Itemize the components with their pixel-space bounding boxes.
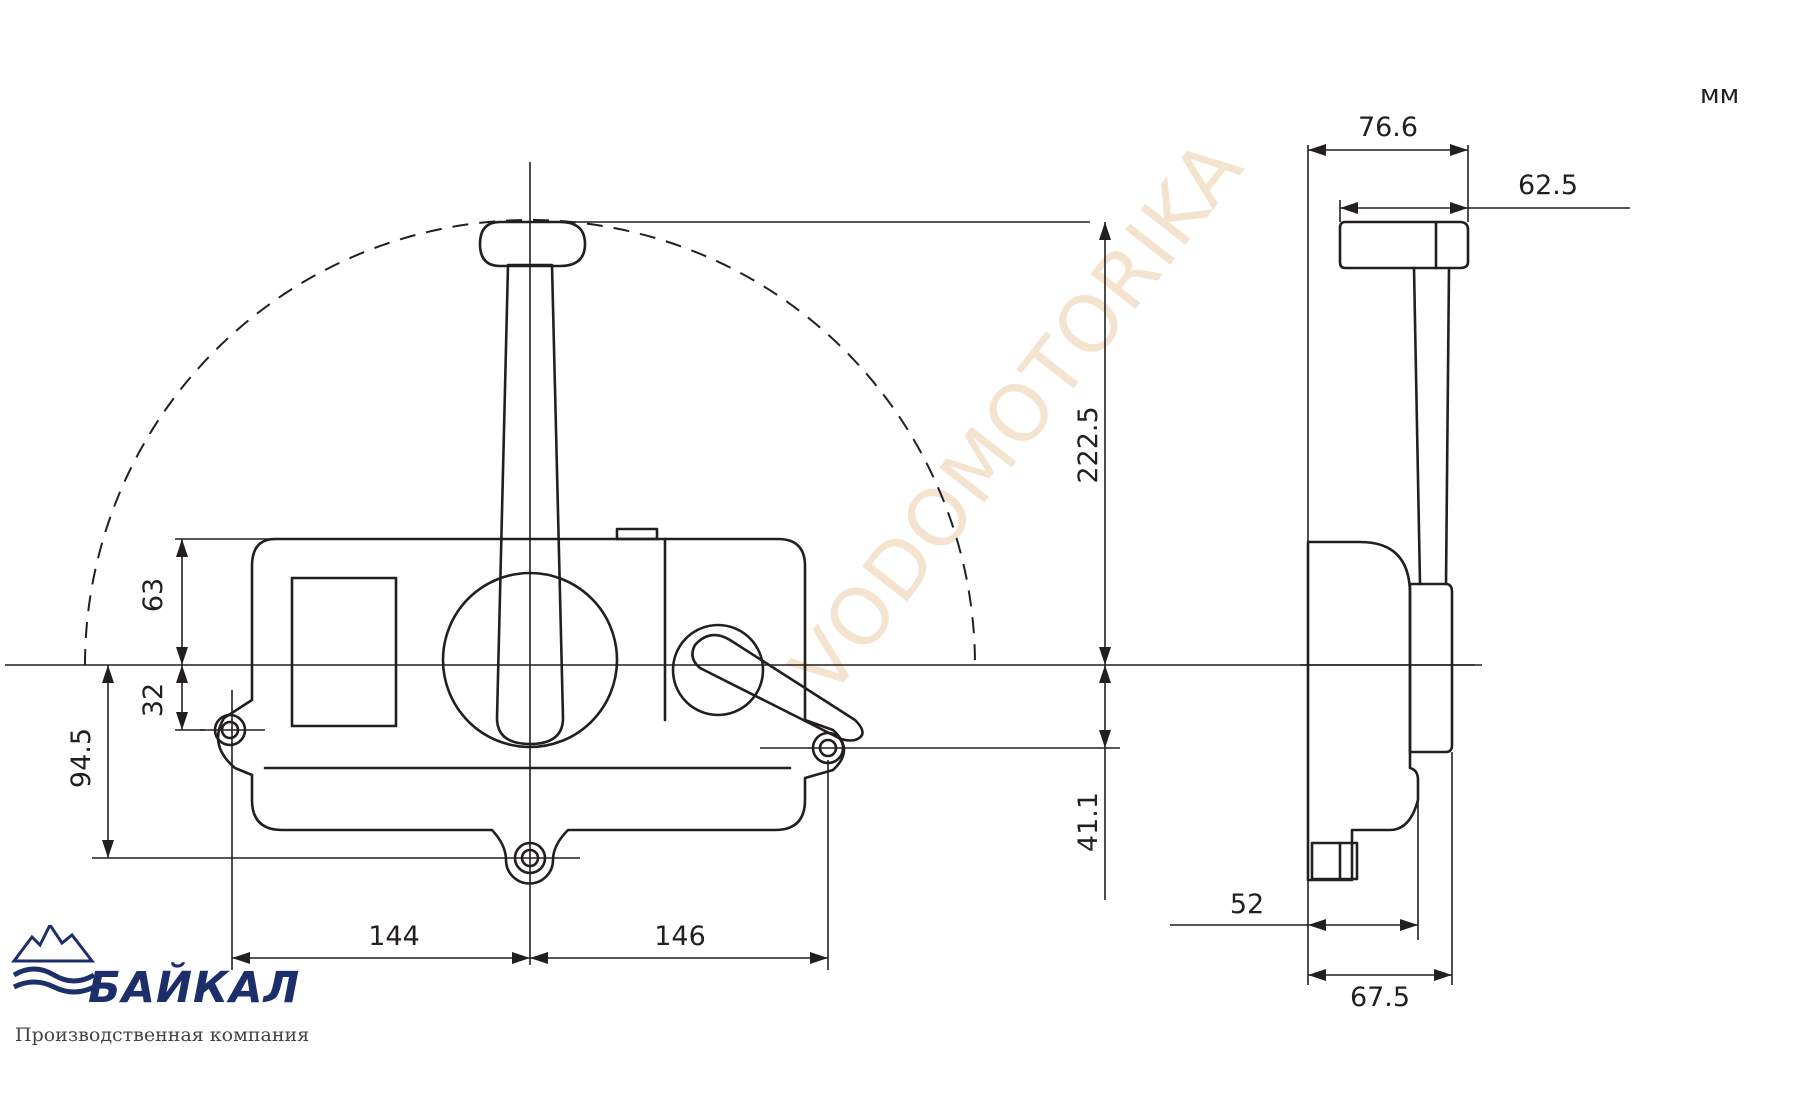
mount-hole-right [760,731,1120,765]
release-hub [671,623,765,717]
lever-hub [441,571,619,749]
main-lever [495,263,565,746]
side-connector [1310,841,1359,881]
mountain-wave-icon [11,925,96,995]
logo-subtitle: Производственная компания [15,1024,310,1046]
lever-knob [478,220,587,268]
logo-name: БАЙКАЛ [88,963,301,1013]
dim-63: 63 [138,578,169,612]
dim-76-6: 76.6 [1358,112,1418,143]
dim-52: 52 [1230,889,1264,920]
dim-67-5: 67.5 [1350,982,1410,1013]
company-logo: БАЙКАЛ Производственная компания [10,925,340,1055]
side-hub-plate [1408,582,1454,754]
housing-outline [216,537,846,885]
dim-144: 144 [368,921,420,952]
housing-tab [615,527,659,541]
housing-window [290,576,398,728]
side-handle [1338,220,1470,270]
dim-32: 32 [138,683,169,717]
watermark-text: VODOMOTORIKA [774,123,1262,712]
lever-swing-arc [84,219,976,666]
dim-62-5: 62.5 [1518,170,1578,201]
dim-41-1: 41.1 [1073,792,1104,852]
dimensions-front: 222.5 41.1 63 32 94.5 144 146 [66,222,1111,964]
front-view [5,162,1475,970]
side-body [1306,540,1420,882]
unit-label: мм [1700,80,1740,110]
side-view: 76.6 62.5 52 67.5 [1170,112,1630,1013]
dim-222-5: 222.5 [1073,406,1104,483]
release-lever [691,633,864,742]
side-lever-shaft [1412,266,1451,586]
dim-146: 146 [654,921,706,952]
dim-94-5: 94.5 [66,728,97,788]
mount-hole-bottom [92,841,580,875]
